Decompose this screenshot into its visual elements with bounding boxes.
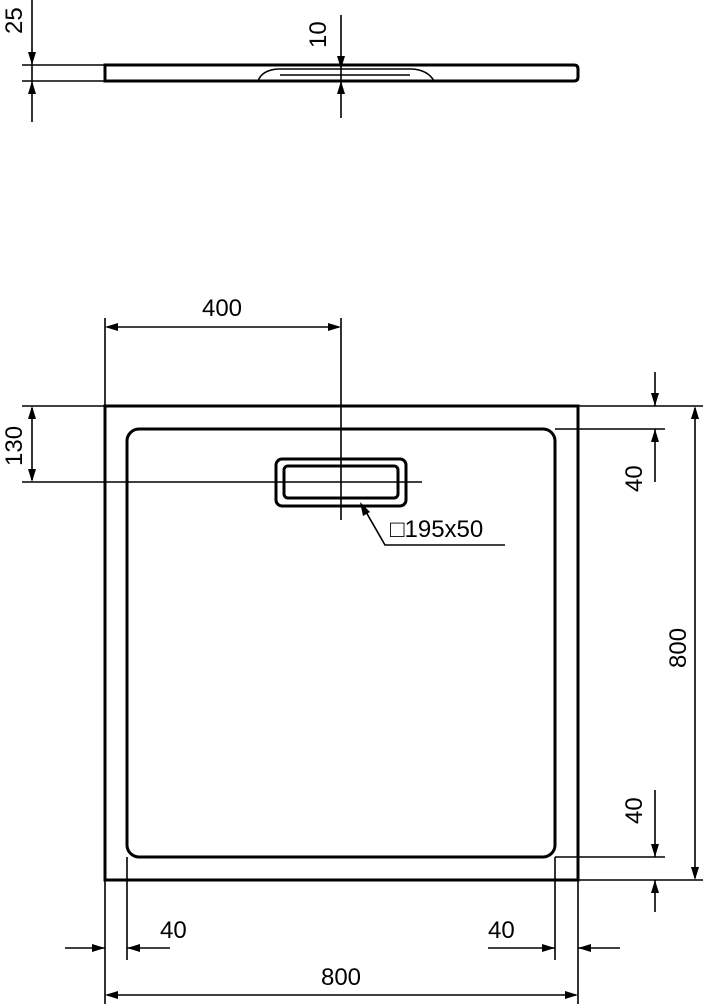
dim-130-lines bbox=[22, 405, 105, 480]
dim-40-bottom-label: 40 bbox=[621, 797, 648, 824]
dim-arrows bbox=[651, 393, 659, 442]
dim-40-top-label: 40 bbox=[621, 465, 648, 492]
tray-profile bbox=[103, 63, 580, 83]
dim-arrows bbox=[542, 944, 591, 952]
dim-10-label: 10 bbox=[305, 21, 332, 48]
dim-arrows bbox=[337, 56, 345, 94]
dim-130-label: 130 bbox=[1, 426, 28, 466]
dim-arrows bbox=[28, 52, 36, 94]
side-view: 25 10 bbox=[1, 0, 580, 122]
dim-800-vertical-lines bbox=[578, 405, 703, 881]
dim-arrows bbox=[651, 844, 659, 893]
dim-40-left-label: 40 bbox=[160, 917, 187, 944]
plan-view: 400 130 □195x50 800 40 40 40 40 bbox=[1, 295, 703, 1004]
dim-400-lines bbox=[104, 318, 339, 406]
bottom-extension-lines bbox=[104, 857, 579, 1004]
dim-40-right-label: 40 bbox=[488, 917, 515, 944]
dim-25-label: 25 bbox=[1, 7, 28, 34]
drain-leader bbox=[361, 504, 505, 546]
drain-size-label: □195x50 bbox=[390, 516, 483, 543]
dim-25-lines bbox=[22, 0, 105, 122]
dim-40-bottom-lines bbox=[555, 790, 665, 912]
drain-profile bbox=[257, 68, 435, 82]
dim-400-label: 400 bbox=[202, 295, 242, 322]
drain-centerlines bbox=[22, 318, 422, 520]
leader-arrow bbox=[360, 502, 370, 516]
dim-800-depth-label: 800 bbox=[665, 628, 692, 668]
dim-800-width-label: 800 bbox=[321, 964, 361, 991]
dim-40-top-lines bbox=[555, 372, 665, 482]
dim-arrows bbox=[92, 944, 140, 952]
